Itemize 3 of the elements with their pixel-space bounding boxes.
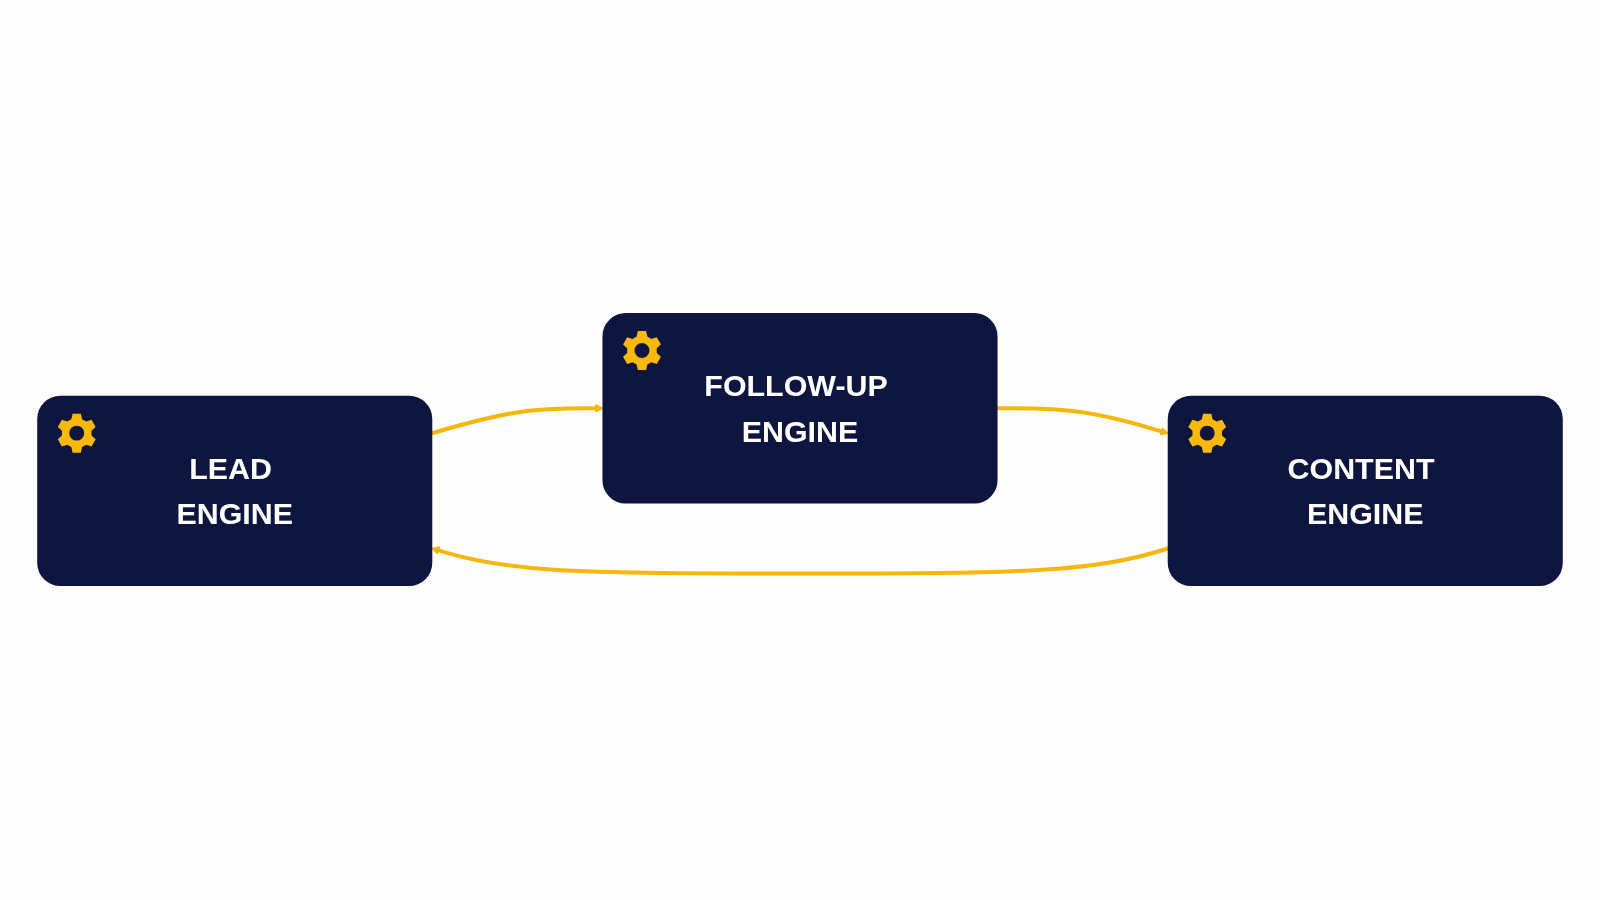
node-box: FOLLOW-UP ENGINE xyxy=(602,313,998,504)
node-box: LEAD ENGINE xyxy=(37,396,433,587)
node-box: CONTENT ENGINE xyxy=(1167,396,1563,587)
